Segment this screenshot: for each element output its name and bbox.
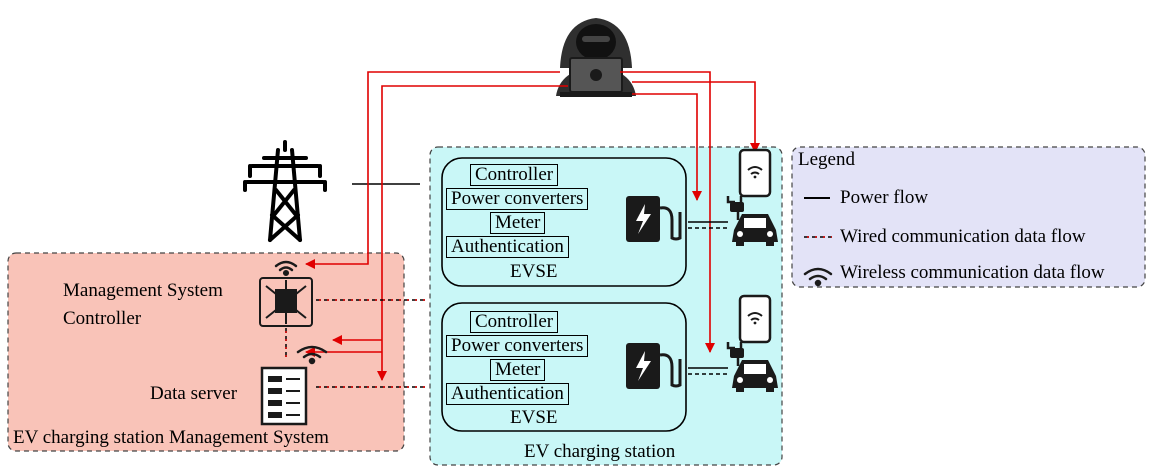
ev-car-icon-1 xyxy=(726,196,778,246)
legend-item-power-flow: Power flow xyxy=(840,187,929,208)
attack-paths xyxy=(305,71,760,381)
controller-label-line2: Controller xyxy=(63,308,142,329)
charging-station-region xyxy=(429,146,783,466)
charging-station-title: EV charging station xyxy=(524,441,676,462)
evse1-controller: Controller xyxy=(470,164,559,186)
evse1-meter: Meter xyxy=(490,212,546,234)
legend-title: Legend xyxy=(798,149,855,170)
phone-icon-1 xyxy=(738,148,772,198)
evse1-authentication: Authentication xyxy=(446,236,569,258)
management-system-title: EV charging station Management System xyxy=(13,427,329,448)
hacker-icon xyxy=(556,18,636,97)
wired-links xyxy=(285,299,428,388)
controller-wifi-icon xyxy=(274,260,298,277)
legend-region xyxy=(791,146,1146,288)
evse2-meter: Meter xyxy=(490,359,546,381)
server-wifi-icon xyxy=(296,345,328,365)
charger-icon-1 xyxy=(626,196,682,242)
evse2-authentication: Authentication xyxy=(446,383,569,405)
legend-item-wireless-flow: Wireless communication data flow xyxy=(840,262,1105,283)
power-tower-icon xyxy=(243,140,327,242)
evse1-power-converters: Power converters xyxy=(446,188,589,210)
evse2-controller: Controller xyxy=(470,311,559,333)
charger-car-links xyxy=(688,221,728,375)
data-server-label: Data server xyxy=(150,383,238,404)
evse-box-1 xyxy=(441,157,687,287)
legend-item-wired-flow: Wired communication data flow xyxy=(840,226,1086,247)
phone-icon-2 xyxy=(738,294,772,344)
evse2-label: EVSE xyxy=(510,407,558,428)
controller-label-line1: Management System xyxy=(63,280,223,301)
ev-car-icon-2 xyxy=(726,342,778,392)
evse1-label: EVSE xyxy=(510,261,558,282)
data-server-icon xyxy=(260,366,308,426)
evse-box-2 xyxy=(441,302,687,432)
legend-wifi-icon xyxy=(803,267,833,287)
controller-chip-icon xyxy=(259,277,313,327)
charger-icon-2 xyxy=(626,343,682,389)
evse2-power-converters: Power converters xyxy=(446,335,589,357)
